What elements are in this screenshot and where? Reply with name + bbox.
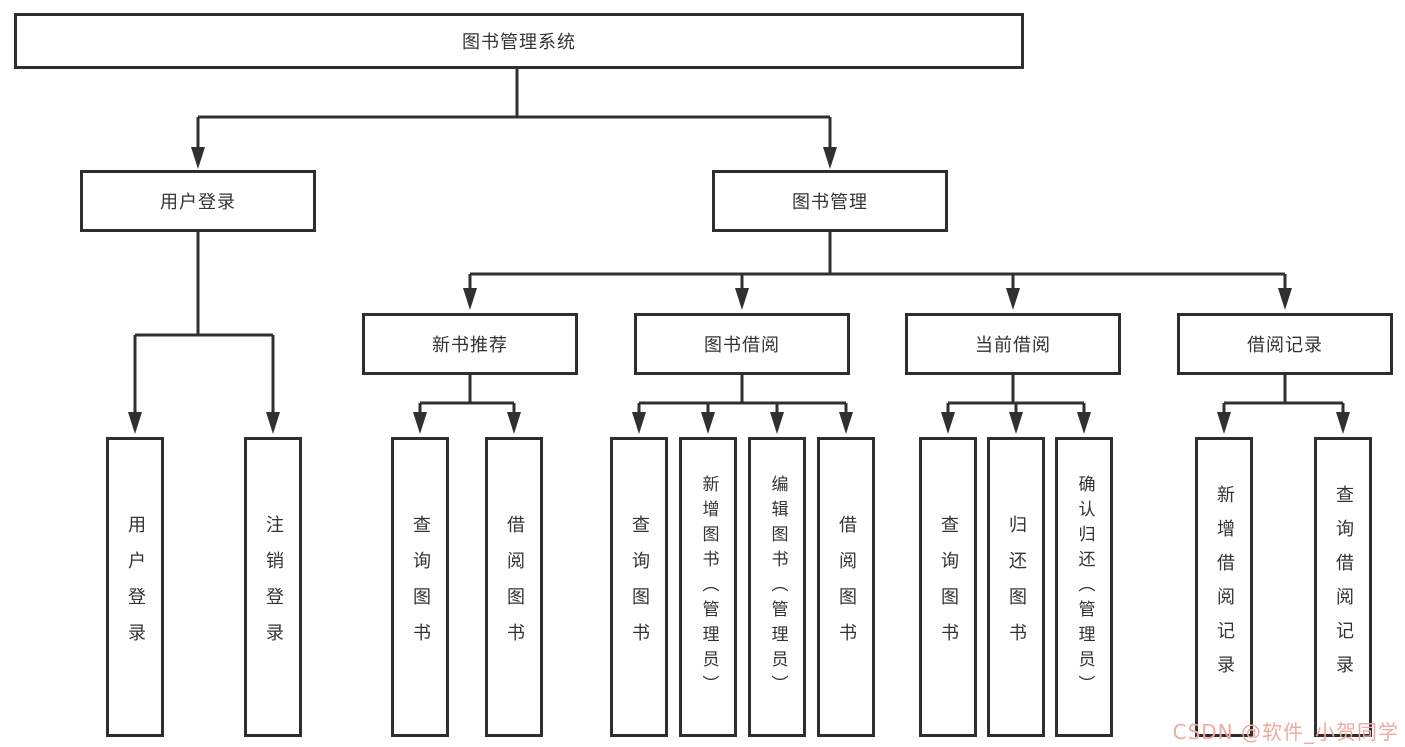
node-borrow-records: 借阅记录	[1177, 313, 1393, 375]
node-system-root: 图书管理系统	[14, 13, 1024, 69]
leaf-label: 归还图书	[1006, 515, 1027, 659]
leaf-confirm-return-admin: 确认归还（管理员）	[1055, 437, 1113, 737]
leaf-label: 新增借阅记录	[1214, 485, 1235, 689]
node-label: 图书借阅	[704, 335, 780, 356]
leaf-label: 确认归还（管理员）	[1074, 474, 1095, 700]
leaf-query-books-recommend: 查询图书	[391, 437, 449, 737]
leaf-add-books-admin: 新增图书（管理员）	[679, 437, 737, 737]
leaf-borrow-books: 借阅图书	[817, 437, 875, 737]
leaf-user-login: 用户登录	[106, 437, 164, 737]
leaf-query-books-borrow: 查询图书	[610, 437, 668, 737]
node-label: 图书管理	[792, 192, 868, 213]
leaf-label: 编辑图书（管理员）	[767, 474, 788, 700]
leaf-borrow-books-recommend: 借阅图书	[485, 437, 543, 737]
node-book-management: 图书管理	[712, 170, 948, 232]
node-current-borrow: 当前借阅	[905, 313, 1121, 375]
leaf-label: 借阅图书	[836, 515, 857, 659]
leaf-label: 借阅图书	[504, 515, 525, 659]
arrowheads	[128, 147, 1350, 434]
leaf-label: 用户登录	[125, 515, 146, 659]
leaf-return-books: 归还图书	[987, 437, 1045, 737]
leaf-label: 查询图书	[938, 515, 959, 659]
leaf-label: 注销登录	[263, 515, 284, 659]
csdn-watermark: CSDN @软件_小贺同学	[1172, 720, 1399, 744]
leaf-edit-books-admin: 编辑图书（管理员）	[748, 437, 806, 737]
node-label: 当前借阅	[975, 335, 1051, 356]
node-label: 新书推荐	[432, 335, 508, 356]
node-label: 用户登录	[160, 192, 236, 213]
node-label: 借阅记录	[1247, 335, 1323, 356]
leaf-label: 查询借阅记录	[1333, 485, 1354, 689]
node-new-book-recommend: 新书推荐	[362, 313, 578, 375]
node-book-borrow: 图书借阅	[634, 313, 850, 375]
leaf-label: 查询图书	[629, 515, 650, 659]
leaf-query-books-current: 查询图书	[919, 437, 977, 737]
leaf-add-borrow-record: 新增借阅记录	[1195, 437, 1253, 737]
node-user-login: 用户登录	[80, 170, 316, 232]
leaf-logout: 注销登录	[244, 437, 302, 737]
leaf-query-borrow-record: 查询借阅记录	[1314, 437, 1372, 737]
leaf-label: 查询图书	[410, 515, 431, 659]
node-label: 图书管理系统	[462, 32, 576, 53]
leaf-label: 新增图书（管理员）	[698, 474, 719, 700]
